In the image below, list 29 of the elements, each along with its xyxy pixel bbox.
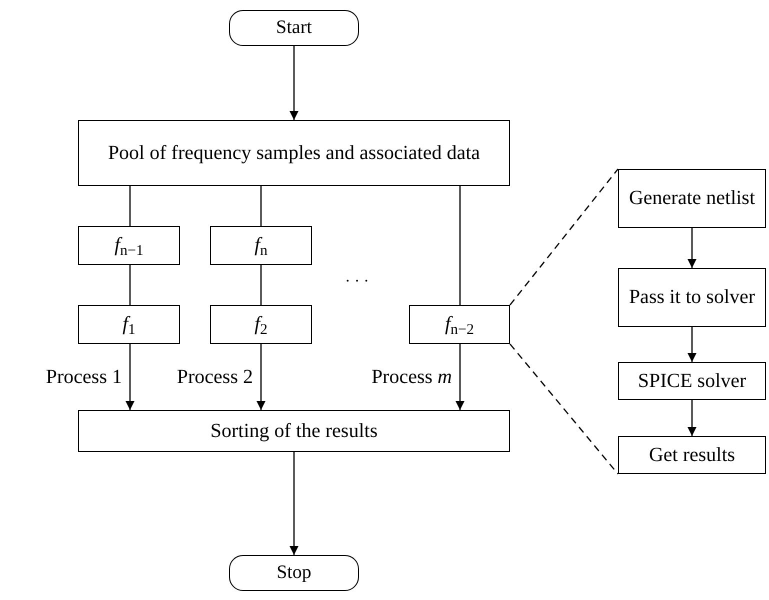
ellipsis-label: · · · (345, 272, 369, 292)
arrow (456, 344, 464, 410)
connector-line (129, 186, 131, 226)
arrow (126, 344, 134, 410)
process-box: f$_{1}$ (78, 305, 180, 344)
process-box: Pool of frequency samples and associated data (78, 120, 510, 186)
process-box: Pass it to solver (618, 268, 766, 327)
process-box: Get results (618, 436, 766, 474)
arrow (688, 327, 696, 362)
process-box: Generate netlist (618, 169, 766, 228)
arrow (290, 46, 298, 120)
zoom-guide-line (510, 168, 618, 306)
process-box: f$_{2}$ (210, 305, 312, 344)
process-box: SPICE solver (618, 362, 766, 400)
process-box: f$_{n−2}$ (409, 305, 510, 344)
connector-line (129, 265, 131, 305)
connector-line (260, 186, 262, 226)
terminal-box: Stop (229, 555, 359, 591)
arrow (290, 452, 298, 555)
terminal-box: Start (229, 10, 359, 46)
connector-line (260, 265, 262, 305)
process-box: f$_{n}$ (210, 226, 312, 265)
connector-line (459, 186, 461, 305)
arrow (688, 228, 696, 268)
zoom-guide-line (510, 344, 618, 474)
process-box: f$_{n−1}$ (78, 226, 180, 265)
arrow (688, 400, 696, 436)
process-box: Sorting of the results (78, 410, 510, 452)
arrow (256, 344, 266, 410)
